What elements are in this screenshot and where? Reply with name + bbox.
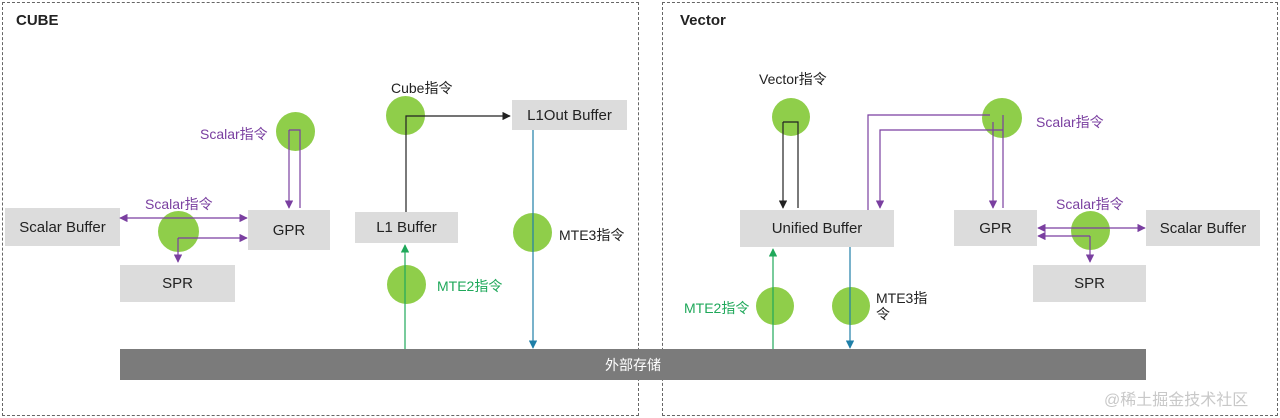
cube-mte3-instr-label: MTE3指令 bbox=[559, 227, 625, 243]
cube-l1-to-l1out-line bbox=[405, 111, 511, 212]
cube-mte2-instr-circle bbox=[387, 265, 426, 304]
vector-mte3-instr-label-line2: 令 bbox=[876, 306, 890, 322]
cube-mte2-instr-label: MTE2指令 bbox=[437, 278, 503, 294]
vector-panel-title: Vector bbox=[680, 12, 726, 29]
cube-panel bbox=[2, 2, 639, 416]
vector-instr-loop-line bbox=[783, 121, 799, 208]
vector-scalar-to-ub-line bbox=[875, 129, 1003, 209]
vector-scalar-instr-label-mid: Scalar指令 bbox=[1056, 196, 1124, 212]
vector-scalar-instr-circle-top bbox=[982, 98, 1022, 138]
cube-scalar-buffer-box: Scalar Buffer bbox=[5, 208, 120, 246]
cube-scalar-buffer-label: Scalar Buffer bbox=[19, 218, 106, 236]
cube-instr-label: Cube指令 bbox=[391, 80, 453, 96]
cube-spr-label: SPR bbox=[162, 275, 193, 292]
external-storage-bar: 外部存储 bbox=[120, 349, 1146, 380]
cube-gpr-box: GPR bbox=[248, 210, 330, 250]
vector-mte2-instr-label: MTE2指令 bbox=[684, 300, 750, 316]
cube-gpr-label: GPR bbox=[272, 221, 306, 239]
cube-l1out-buffer-box: L1Out Buffer bbox=[512, 100, 627, 130]
cube-panel-title: CUBE bbox=[16, 12, 59, 29]
vector-scalar-instr-label-top: Scalar指令 bbox=[1036, 114, 1104, 130]
cube-scalar-instr-label-mid: Scalar指令 bbox=[145, 196, 213, 212]
vector-ub-to-scalar-line bbox=[867, 114, 990, 210]
watermark-text: @稀土掘金技术社区 bbox=[1104, 392, 1249, 409]
vector-mte3-instr-label-line1: MTE3指 bbox=[876, 290, 928, 306]
external-storage-label: 外部存储 bbox=[605, 356, 661, 373]
cube-scalar-instr-circle-top bbox=[276, 112, 315, 151]
vector-mte3-instr-circle bbox=[832, 287, 870, 325]
vector-spr-label: SPR bbox=[1074, 275, 1105, 292]
vector-scalar-buffer-box: Scalar Buffer bbox=[1146, 210, 1260, 246]
vector-unified-buffer-box: Unified Buffer bbox=[740, 210, 894, 247]
vector-spr-box: SPR bbox=[1033, 265, 1146, 302]
vector-mte2-instr-circle bbox=[756, 287, 794, 325]
vector-panel bbox=[662, 2, 1278, 416]
vector-scalar-buffer-label: Scalar Buffer bbox=[1159, 219, 1247, 237]
cube-spr-box: SPR bbox=[120, 265, 235, 302]
vector-unified-buffer-label: Unified Buffer bbox=[771, 220, 863, 237]
cube-l1-buffer-box: L1 Buffer bbox=[355, 212, 458, 243]
vector-gpr-label: GPR bbox=[979, 219, 1012, 237]
cube-scalar-top-loop-line bbox=[289, 129, 301, 208]
cube-l1-buffer-label: L1 Buffer bbox=[376, 219, 437, 236]
cube-l1out-buffer-label: L1Out Buffer bbox=[527, 106, 612, 124]
cube-scalar-instr-label-top: Scalar指令 bbox=[200, 126, 268, 142]
vector-instr-circle bbox=[772, 98, 810, 136]
vector-gpr-box: GPR bbox=[954, 210, 1037, 246]
vector-instr-label: Vector指令 bbox=[759, 71, 827, 87]
